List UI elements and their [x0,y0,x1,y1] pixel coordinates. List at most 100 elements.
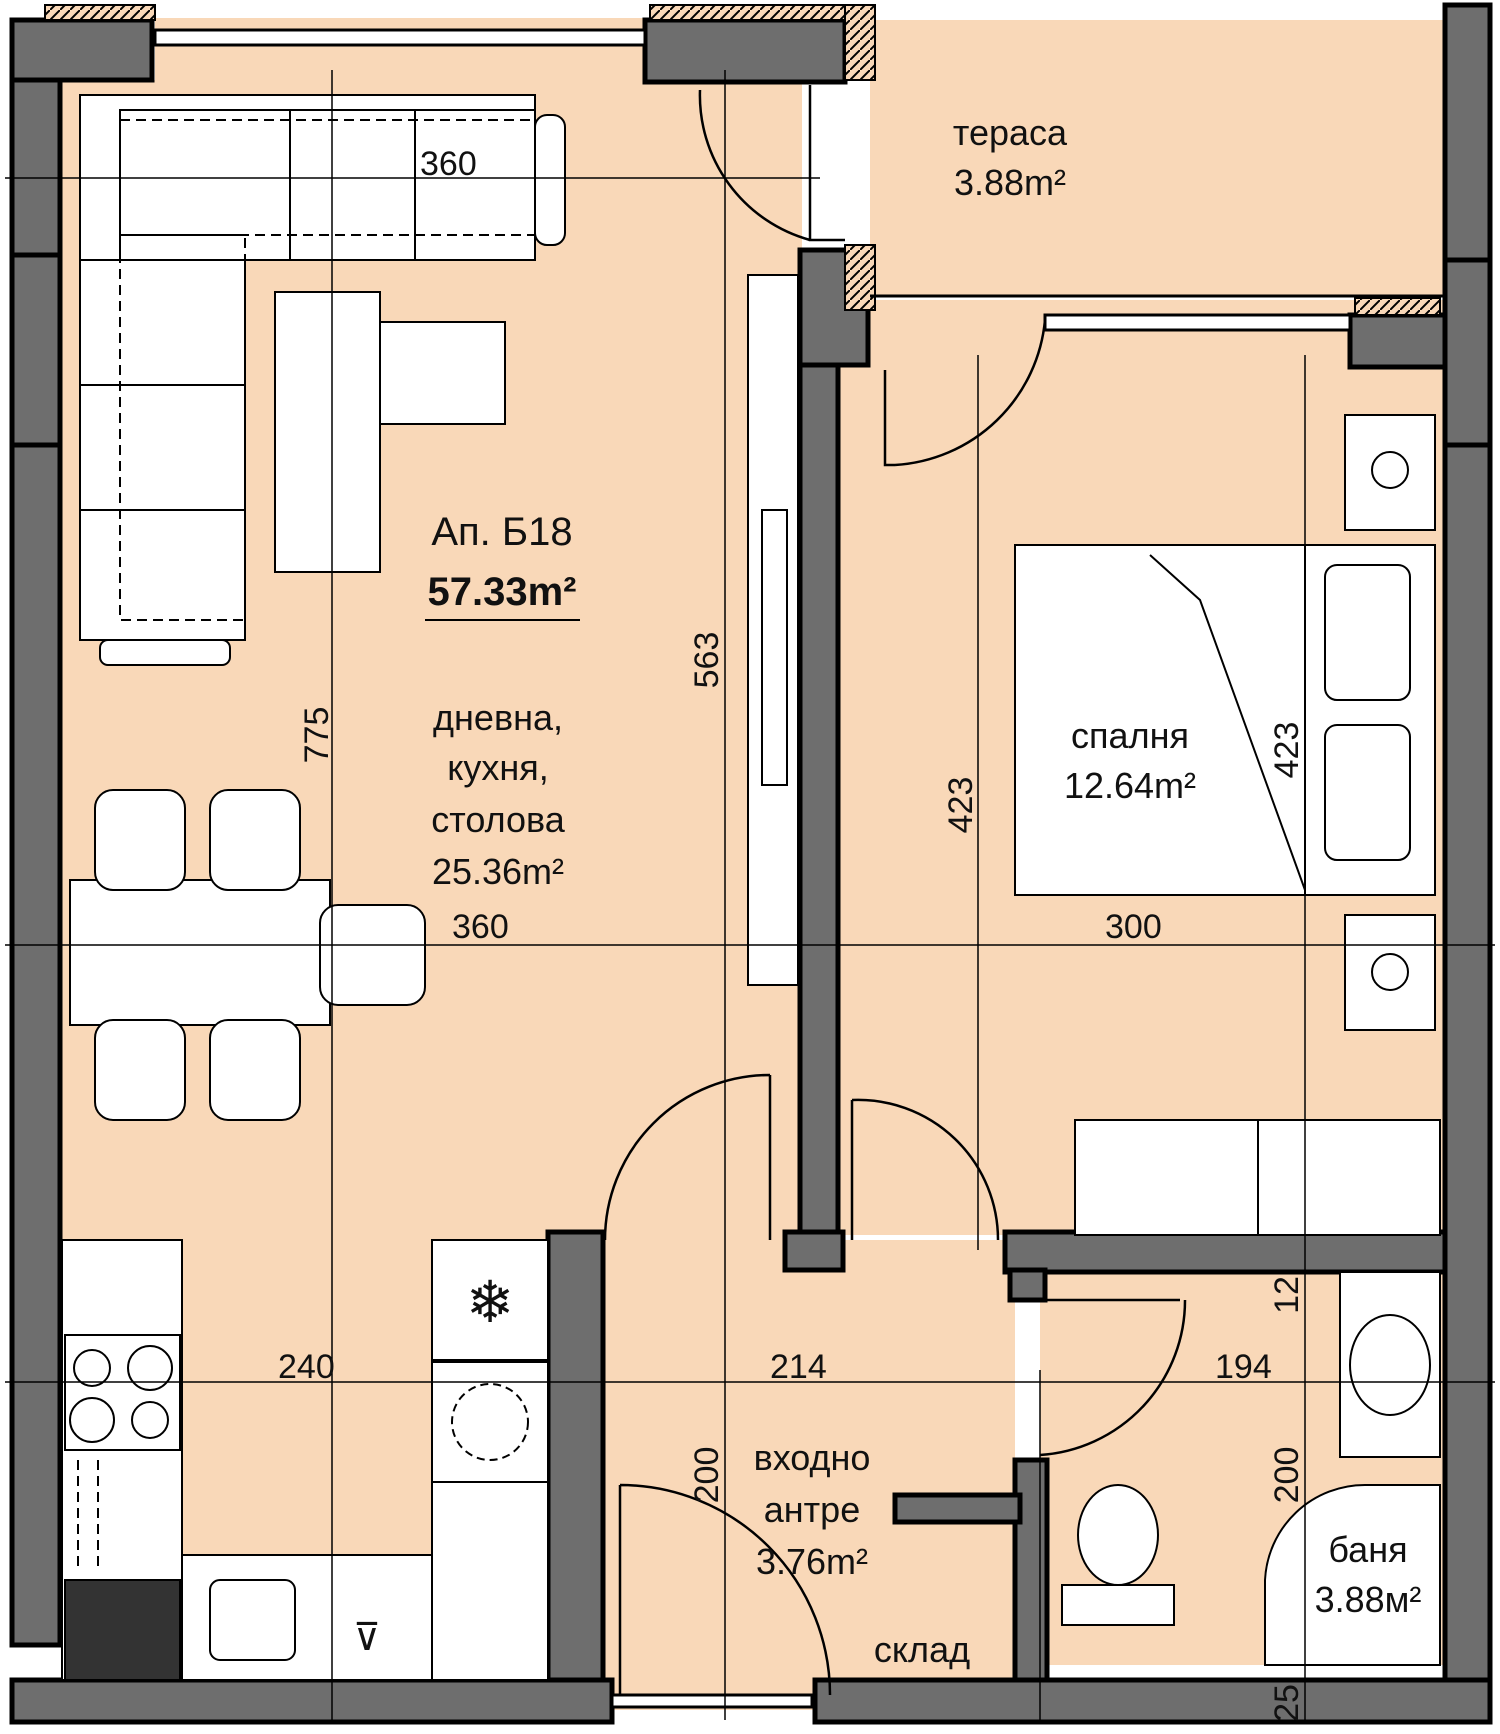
washer [431,1361,549,1483]
pillow-2 [1324,724,1411,861]
dining-table [69,879,331,1026]
hatch-top-left [44,4,156,21]
dim-entrance-height: 200 [688,1447,726,1504]
wall-bath-stub [1007,1267,1048,1303]
living-line3: столова [431,799,565,840]
tv [761,509,788,786]
lamp-bottom [1371,953,1409,991]
entrance-line2: антре [764,1489,860,1530]
blanket-fold [1149,554,1306,891]
window-top [153,28,647,47]
wall-bottom-right [812,1677,1493,1725]
storage-name: склад [874,1629,970,1670]
living-line1: дневна, [433,697,563,738]
bathroom-name: баня [1328,1529,1407,1570]
sink [209,1579,296,1661]
toilet [1077,1484,1159,1586]
washer-drum [451,1383,529,1461]
dim-corridor-height: 563 [688,632,726,689]
wall-right-low [1442,442,1493,1718]
door-bedroom-terrace [883,319,1047,467]
bathroom-area: 3.88м² [1315,1579,1422,1620]
coffee-table [379,321,506,425]
sofa-arm [534,114,566,246]
snowflake-icon: ❄ [466,1270,515,1335]
dimension-values: 360 360 300 240 214 194 775 563 423 423 … [278,145,1306,1722]
hatch-terrace-right [1354,297,1441,316]
chair-2 [209,789,301,891]
door-bath [1035,1298,1187,1457]
washbasin-bowl [1349,1314,1431,1416]
burner-2 [127,1345,173,1391]
entrance-line1: входно [754,1437,871,1478]
oven [64,1579,181,1681]
door-terrace [698,85,845,242]
burner-3 [69,1397,115,1443]
chair-5 [319,904,426,1006]
dim-bedroom-width: 300 [1105,908,1162,946]
floor-terrace [870,20,1445,295]
wall-terrace-right [1347,312,1448,370]
hatch-top-mid [649,4,846,21]
window-terrace [1043,313,1352,332]
labels: тераса 3.88m² Ап. Б18 57.33m² дневна, ку… [425,112,1421,1670]
sofa-cushion-2 [289,109,416,261]
door-living [603,1073,772,1241]
dim-bedroom-right: 423 [1268,722,1306,779]
floor-terrace-strip [155,18,645,80]
wall-storage [892,1492,1023,1525]
kitchen [61,1239,549,1681]
shower [1264,1483,1441,1666]
sofa-cushion-1 [119,109,291,261]
sofa-side [79,259,246,641]
dim-kitchen: 240 [278,1348,335,1386]
windows [153,28,1445,1709]
hatched-walls [44,4,1441,316]
wall-left-mid [9,252,63,448]
wall-top-mid [642,17,848,85]
bathroom-furniture [1061,1271,1441,1666]
window-bottom [610,1693,814,1709]
wall-corridor-foot [782,1229,846,1273]
hatch-top-right [844,4,876,81]
sofa-foot [99,639,231,666]
burner-1 [73,1349,111,1387]
wall-bath-top [1002,1229,1448,1275]
sofa-cushion-3 [414,109,536,261]
wall-left-low [9,442,63,1648]
dim-bath: 194 [1215,1348,1272,1386]
wall-corridor [797,362,841,1273]
dim-bath-gap: 12 [1268,1276,1306,1314]
chair-3 [94,1019,186,1121]
bedroom-area: 12.64m² [1064,765,1196,806]
bedroom-furniture [1014,414,1441,1236]
dim-entrance: 214 [770,1348,827,1386]
dim-living-top: 360 [420,145,477,183]
dim-bath-height: 200 [1268,1447,1306,1504]
kitchen-dashes [77,1460,99,1570]
tv-unit [274,291,381,573]
wall-bottom-left [9,1677,615,1725]
chair-1 [94,789,186,891]
dim-bedroom-left: 423 [942,777,980,834]
dim-bottom-wall: 25 [1268,1684,1306,1722]
walls [9,2,1493,1725]
terrace-area: 3.88m² [954,162,1066,203]
terrace-name: тераса [953,112,1068,153]
apartment-name: Ап. Б18 [431,510,572,554]
chair-4 [209,1019,301,1121]
floor-entrance [585,1240,1015,1710]
apartment-area: 57.33m² [428,570,577,614]
pillow-1 [1324,564,1411,701]
toilet-tank [1061,1584,1175,1626]
door-entry [618,1483,832,1696]
entrance-area: 3.76m² [756,1541,868,1582]
dim-living-height: 775 [298,707,336,764]
wall-left-top-cap [9,17,155,83]
dimension-lines [5,70,1495,1720]
burner-4 [131,1401,169,1439]
door-bedroom [850,1098,1000,1241]
living-area: 25.36m² [432,851,564,892]
lamp-top [1371,451,1409,489]
